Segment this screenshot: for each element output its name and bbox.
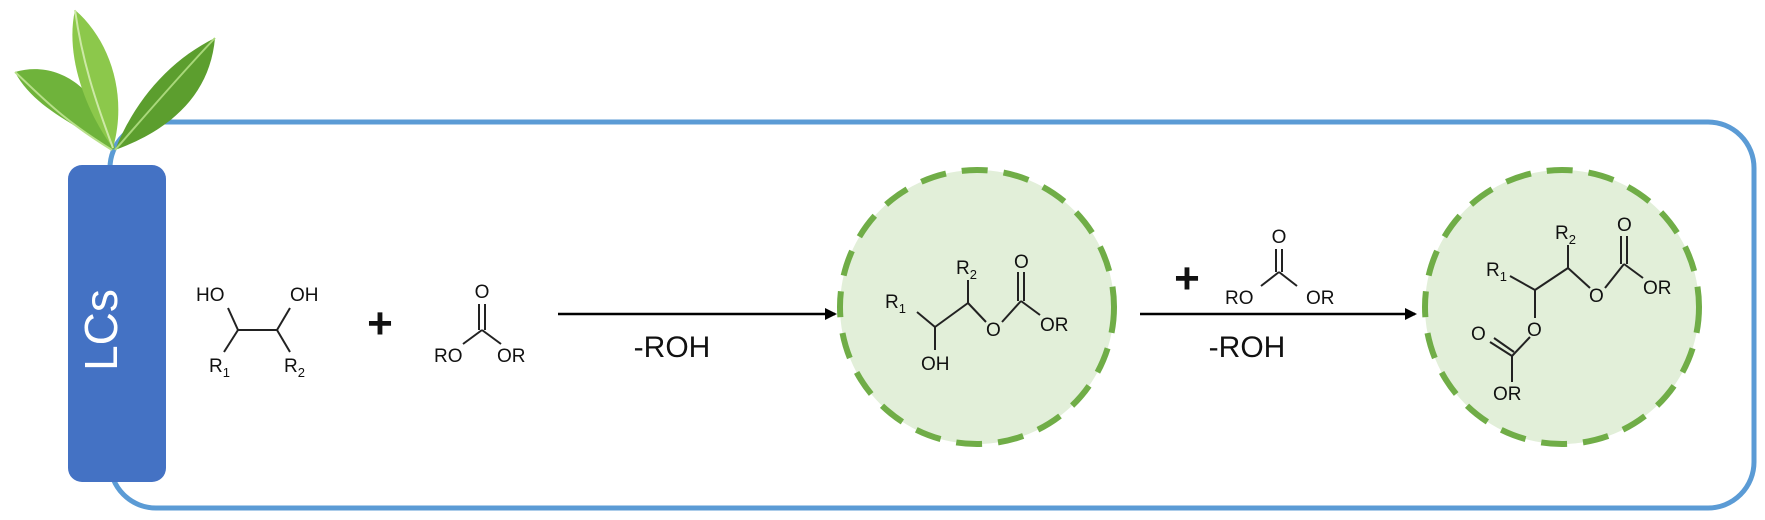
carbonate-carbonyl-o: O	[475, 282, 490, 303]
carbonate-or: OR	[497, 346, 526, 367]
intermediate-or: OR	[1040, 315, 1069, 336]
product-ester-o-bottom: O	[1527, 320, 1542, 341]
carbonate2-ro: RO	[1225, 288, 1254, 309]
product-or-bottom: OR	[1493, 384, 1522, 405]
product-r1: R1	[1486, 260, 1507, 284]
product-carbonyl-o-bottom: O	[1471, 324, 1486, 345]
product-circle	[1422, 167, 1702, 447]
diol-reactant: HO OH R1 R2	[196, 285, 319, 380]
carbonate2-or: OR	[1306, 288, 1335, 309]
carbonate-reagent-2: O RO OR	[1225, 227, 1335, 309]
product-carbonyl-o-top: O	[1617, 215, 1632, 236]
product-ester-o-top: O	[1589, 286, 1604, 307]
carbonate-ro: RO	[434, 346, 463, 367]
vessel-label: LCs	[75, 289, 127, 371]
intermediate-structure: R1 R2 O O OR OH	[885, 252, 1069, 375]
plus-sign-1: +	[367, 299, 393, 348]
leaf-icon	[14, 9, 216, 151]
diol-r1: R1	[209, 356, 230, 380]
carbonate2-carbonyl-o: O	[1272, 227, 1287, 248]
intermediate-circle	[837, 167, 1117, 447]
carbonate-reactant: O RO OR	[434, 282, 526, 367]
byproduct-label-1: -ROH	[634, 331, 711, 364]
intermediate-ester-o: O	[986, 320, 1001, 341]
intermediate-r2: R2	[956, 258, 977, 282]
product-structure: R1 R2 O O OR O O OR	[1471, 215, 1672, 405]
product-or-top: OR	[1643, 278, 1672, 299]
reactor-vessel	[68, 165, 166, 482]
product-r2: R2	[1555, 223, 1576, 247]
byproduct-label-2: -ROH	[1209, 331, 1286, 364]
diol-oh-left: HO	[196, 285, 225, 306]
plus-sign-2: +	[1174, 254, 1200, 303]
intermediate-oh: OH	[921, 354, 950, 375]
intermediate-r1: R1	[885, 292, 906, 316]
diol-r2: R2	[284, 356, 305, 380]
diol-oh-right: OH	[290, 285, 319, 306]
intermediate-carbonyl-o: O	[1014, 252, 1029, 273]
